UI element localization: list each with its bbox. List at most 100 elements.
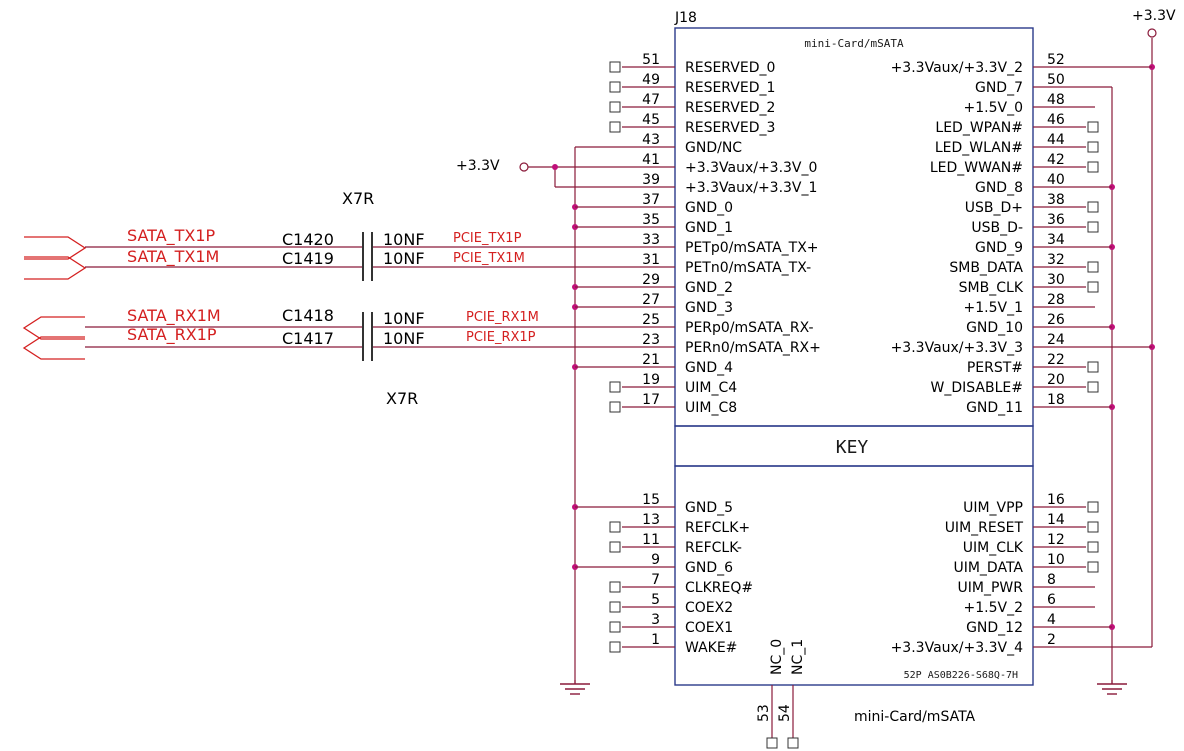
ground-symbol-right (1097, 680, 1127, 695)
nc-marker (609, 381, 621, 393)
pin-name: +3.3Vaux/+3.3V_4 (891, 640, 1024, 656)
pin-number: 49 (642, 72, 660, 88)
cap-value: 10NF (383, 230, 425, 249)
cap-ref: C1420 (282, 230, 334, 249)
pin-number: 14 (1047, 512, 1065, 528)
pin-20: 20W_DISABLE# (931, 372, 1099, 396)
nc-marker (609, 641, 621, 653)
port-tx1p (24, 236, 87, 260)
pin-number: 36 (1047, 212, 1065, 228)
pin-number: 24 (1047, 332, 1065, 348)
pin-name: +3.3Vaux/+3.3V_2 (891, 60, 1023, 76)
pin-name: GND_2 (685, 280, 733, 296)
net-label: PCIE_RX1M (466, 310, 539, 325)
pin-name: PETp0/mSATA_TX+ (685, 240, 819, 256)
cap-value: 10NF (383, 249, 425, 268)
pin-name: UIM_CLK (963, 540, 1024, 556)
pin-name: SMB_DATA (949, 260, 1023, 276)
pin-28: 28 +1.5V_1 (964, 292, 1095, 316)
pin-number: 2 (1047, 632, 1056, 648)
pin-number: 15 (642, 492, 660, 508)
sata-rx-pair (22, 316, 638, 360)
pin-name: RESERVED_0 (685, 60, 775, 76)
pin-number: 16 (1047, 492, 1065, 508)
nc-marker (1087, 541, 1099, 553)
nc-marker (1087, 261, 1099, 273)
pin-number: 26 (1047, 312, 1065, 328)
power-port-top (1147, 28, 1157, 38)
pin-number: 25 (642, 312, 660, 328)
pin-name: REFCLK- (685, 540, 742, 556)
junction-dot (552, 164, 558, 170)
cap-value: 10NF (383, 309, 425, 328)
nc-marker (609, 121, 621, 133)
pin-name: PERn0/mSATA_RX+ (685, 340, 821, 356)
pin-number: 28 (1047, 292, 1065, 308)
pin-number: 41 (642, 152, 660, 168)
pin-number: 53 (756, 704, 772, 722)
pin-number: 27 (642, 292, 660, 308)
nc-marker (609, 541, 621, 553)
pin-number: 10 (1047, 552, 1065, 568)
pin-name: PERp0/mSATA_RX- (685, 320, 814, 336)
cap-ref: C1417 (282, 329, 334, 348)
nc-marker (766, 737, 778, 749)
port-rx1m (22, 316, 85, 340)
nc-marker (609, 81, 621, 93)
power-label-left: +3.3V (456, 158, 500, 174)
nc-marker (787, 737, 799, 749)
pin-number: 21 (642, 352, 660, 368)
key-label: KEY (836, 437, 869, 458)
pin-name: +3.3Vaux/+3.3V_3 (891, 340, 1023, 356)
pin-39: 39+3.3Vaux/+3.3V_1 (638, 172, 817, 196)
pin-name: GND_0 (685, 200, 733, 216)
pin-name: +1.5V_0 (964, 100, 1023, 116)
pin-52: 52+3.3Vaux/+3.3V_2 (891, 52, 1095, 76)
pin-number: 4 (1047, 612, 1056, 628)
pin-24: 24 +3.3Vaux/+3.3V_3 (891, 332, 1095, 356)
right-pins-lower: 16UIM_VPP14UIM_RESET12UIM_CLK10UIM_DATA8… (891, 492, 1099, 656)
pin-name: UIM_C4 (685, 380, 737, 396)
pin-number: 43 (642, 132, 660, 148)
nc-marker (609, 621, 621, 633)
pin-name: WAKE# (685, 640, 737, 656)
pin-number: 48 (1047, 92, 1065, 108)
right-power-bus: +3.3V (1097, 8, 1176, 695)
port-tx1m (24, 256, 87, 280)
pin-name: UIM_PWR (958, 580, 1024, 596)
pin-name: COEX2 (685, 600, 733, 616)
pin-name: USB_D+ (965, 200, 1023, 216)
pin-name: PETn0/mSATA_TX- (685, 260, 811, 276)
pin-number: 11 (642, 532, 660, 548)
nc-marker (1087, 201, 1099, 213)
bottom-pins: 53 54 NC_0 NC_1 (756, 639, 806, 749)
pin-number: 35 (642, 212, 660, 228)
pin-number: 47 (642, 92, 660, 108)
dielectric-label: X7R (386, 389, 418, 408)
pin-number: 3 (651, 612, 660, 628)
pin-number: 20 (1047, 372, 1065, 388)
pin-name: +1.5V_1 (964, 300, 1023, 316)
pin-number: 50 (1047, 72, 1065, 88)
